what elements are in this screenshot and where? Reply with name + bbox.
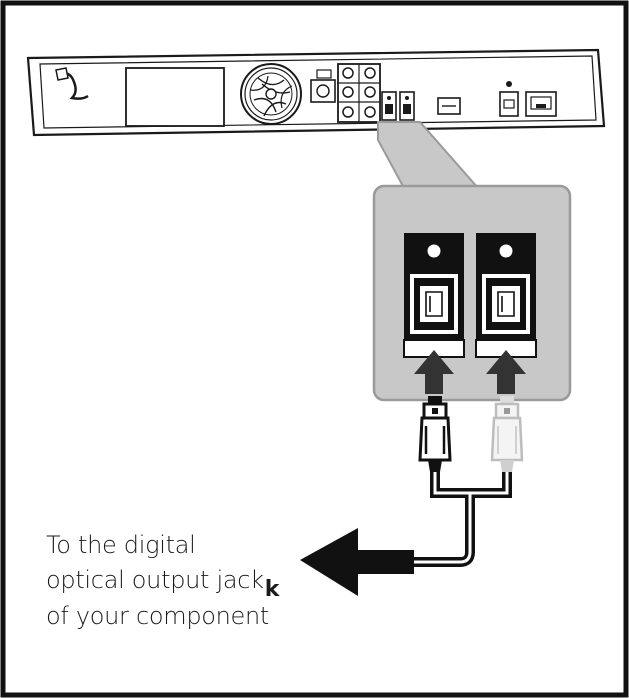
optical-plug-black <box>418 396 452 472</box>
left-arrow-icon <box>300 528 414 596</box>
optical-cable <box>414 472 512 567</box>
panel-optical-jacks <box>381 91 415 121</box>
optical-jack-right <box>475 233 537 358</box>
caption-line-2-text: optical output jack <box>46 566 264 594</box>
caption-line-3: of your component <box>46 602 270 630</box>
rear-panel-edge <box>39 55 597 129</box>
up-arrow-icon <box>486 350 526 394</box>
zoom-callout <box>372 121 572 402</box>
caption-marker: k <box>264 577 280 602</box>
caption-line-2: optical output jackk <box>46 563 346 602</box>
caption-line-1: To the digital <box>46 531 196 559</box>
panel-label-area <box>125 67 225 127</box>
up-arrow-icon <box>414 350 454 394</box>
rear-panel <box>26 48 606 137</box>
power-cord-icon <box>57 71 89 100</box>
optical-plug-white <box>490 396 524 472</box>
cooling-fan-icon <box>240 63 302 125</box>
speaker-terminals <box>337 63 381 123</box>
caption-text: To the digital optical output jackk of y… <box>46 528 346 634</box>
optical-jack-left <box>403 233 465 358</box>
callout-panel <box>372 184 572 402</box>
